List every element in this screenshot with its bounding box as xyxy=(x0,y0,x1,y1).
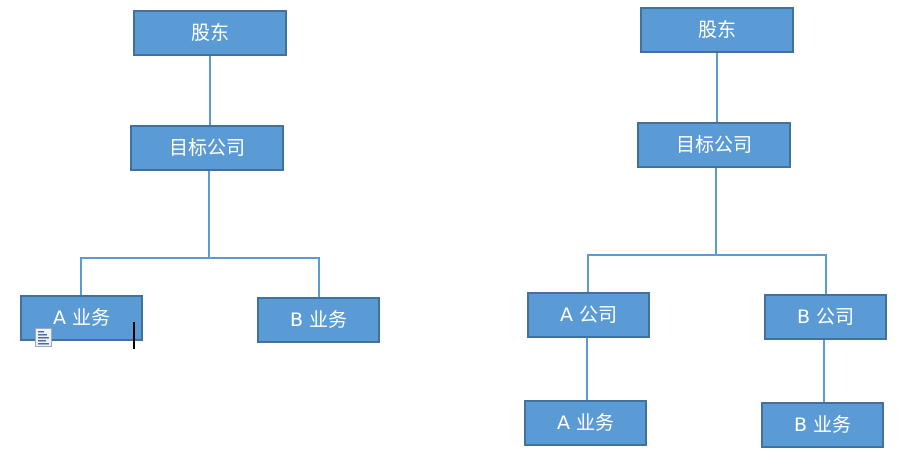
connector-shareholder-target xyxy=(209,56,211,125)
node-b-company[interactable]: B 公司 xyxy=(764,294,887,340)
connector-a-company-a-business xyxy=(586,338,588,400)
node-label: 股东 xyxy=(190,21,229,44)
connector-branch-a-business xyxy=(80,257,82,295)
node-shareholder[interactable]: 股东 xyxy=(640,7,794,53)
node-label: B 业务 xyxy=(289,308,348,331)
paste-options-icon[interactable] xyxy=(35,328,52,347)
node-label: 目标公司 xyxy=(675,133,752,156)
node-shareholder[interactable]: 股东 xyxy=(133,10,287,56)
text-cursor-icon xyxy=(133,322,135,349)
node-label: A 公司 xyxy=(559,303,618,326)
connector-branch-b-business xyxy=(318,257,320,297)
node-a-company[interactable]: A 公司 xyxy=(527,292,650,338)
connector-target-branch xyxy=(208,171,210,257)
node-label: B 公司 xyxy=(796,305,855,328)
connector-branch-b-company xyxy=(825,254,827,294)
node-label: 目标公司 xyxy=(168,136,245,159)
node-b-business[interactable]: B 业务 xyxy=(761,402,884,448)
connector-branch-horizontal xyxy=(587,254,827,256)
connector-branch-a-company xyxy=(587,254,589,292)
connector-target-branch xyxy=(715,168,717,254)
connector-b-company-b-business xyxy=(823,340,825,402)
node-label: A 业务 xyxy=(52,306,111,329)
node-b-business[interactable]: B 业务 xyxy=(257,297,380,343)
node-label: A 业务 xyxy=(556,411,615,434)
connector-shareholder-target xyxy=(716,53,718,122)
node-target-company[interactable]: 目标公司 xyxy=(130,125,284,171)
connector-branch-horizontal xyxy=(80,257,320,259)
node-a-business[interactable]: A 业务 xyxy=(524,400,647,446)
node-label: 股东 xyxy=(697,18,736,41)
node-label: B 业务 xyxy=(793,413,852,436)
node-target-company[interactable]: 目标公司 xyxy=(637,122,791,168)
